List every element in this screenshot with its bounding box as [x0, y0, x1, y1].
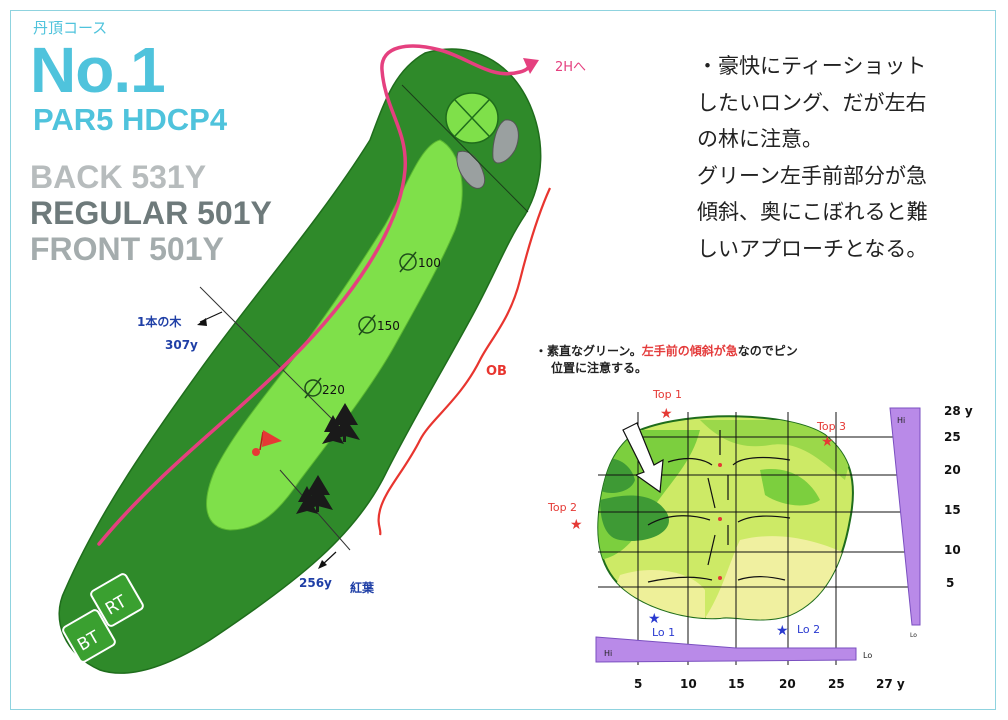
yardage-front: FRONT 501Y [30, 231, 224, 267]
bottom-axis-label: 20 [779, 677, 796, 691]
right-axis-label: 28 y [944, 404, 973, 418]
description-line: したいロング、だが左右 [697, 90, 927, 115]
right-axis-label: 10 [944, 543, 961, 557]
momiji-distance: 256y [299, 576, 332, 590]
lo2-label: Lo 2 [797, 623, 820, 636]
route-line [97, 44, 532, 546]
tee-rt [90, 573, 144, 627]
bottom-slope-bar [595, 636, 857, 663]
marker-100-label: 100 [418, 256, 441, 270]
bottom-axis-label: 10 [680, 677, 697, 691]
side-lo-label: Lo [910, 632, 917, 639]
pine-tree-icon [322, 403, 360, 444]
next-hole-label: 2Hへ [555, 60, 586, 75]
route-arrow-icon [523, 58, 539, 74]
top2-label: Top 2 [547, 501, 577, 514]
yardage-regular: REGULAR 501Y [30, 195, 272, 231]
marker-150 [358, 314, 376, 336]
approach-arrow-icon [622, 422, 664, 494]
bottom-lo-label: Lo [863, 651, 872, 660]
lo1-star-icon: ★ [648, 611, 661, 627]
note-part3: なのでピン [737, 344, 798, 358]
right-axis-label: 20 [944, 463, 961, 477]
note-part2: 左手前の傾斜が急 [641, 344, 738, 358]
hole-number: No.1 [30, 34, 166, 106]
bottom-axis-label: 5 [634, 677, 642, 691]
momiji-label: 紅葉 [350, 580, 375, 595]
side-slope-bar [889, 407, 921, 626]
tee-bt [62, 609, 116, 663]
ob-label: OB [486, 364, 507, 379]
hole-description: ・豪快にティーショット したいロング、だが左右 の林に注意。 グリーン左手前部分… [697, 48, 987, 267]
lo1-label: Lo 1 [652, 626, 675, 639]
description-line: しいアプローチとなる。 [697, 236, 928, 261]
top1-star-icon: ★ [660, 406, 673, 422]
marker-220-label: 220 [322, 383, 345, 397]
lo2-star-icon: ★ [776, 623, 789, 639]
note-bullet: ・ [535, 344, 548, 358]
bottom-axis-label: 15 [728, 677, 745, 691]
bottom-hi-label: Hi [604, 649, 612, 658]
description-line: の林に注意。 [697, 127, 823, 151]
right-axis-label: 15 [944, 503, 961, 517]
green-note: ・素直なグリーン。左手前の傾斜が急なのでピン 位置に注意する。 [535, 343, 798, 377]
course-name: 丹頂コース [33, 19, 108, 37]
marker-100 [399, 251, 417, 273]
marker-220 [304, 377, 322, 399]
top3-label: Top 3 [816, 420, 846, 433]
note-line2: 位置に注意する。 [551, 361, 648, 375]
top2-star-icon: ★ [570, 517, 583, 533]
tree-label: 1本の木 [137, 314, 182, 329]
right-axis-label: 25 [944, 430, 961, 444]
bottom-axis-label: 25 [828, 677, 845, 691]
bunker-right [492, 119, 519, 164]
pin-flag-icon [252, 430, 282, 456]
pine-tree-icon [296, 475, 333, 514]
note-part1: 素直なグリーン。 [547, 344, 642, 358]
top3-star-icon: ★ [821, 434, 834, 450]
description-line: 傾斜、奥にこぼれると難 [697, 200, 928, 224]
par-hdcp: PAR5 HDCP4 [33, 102, 228, 137]
top1-label: Top 1 [652, 388, 682, 401]
tree-distance: 307y [165, 338, 198, 352]
side-hi-label: Hi [897, 416, 905, 425]
ob-line [377, 187, 552, 536]
fairway-area [206, 139, 463, 531]
green-diagram: ★ ★ ★ ★ ★ Top 1 Top 3 Top 2 Lo 1 Lo 2 Hi… [547, 388, 973, 691]
bunker-left [456, 150, 486, 189]
marker-150-label: 150 [377, 319, 400, 333]
bottom-axis-label: 27 y [876, 677, 905, 691]
page-frame [10, 10, 996, 710]
description-line: ・豪快にティーショット [697, 54, 927, 78]
yardage-back: BACK 531Y [30, 159, 207, 195]
right-axis-label: 5 [946, 576, 954, 590]
description-line: グリーン左手前部分が急 [697, 163, 927, 188]
